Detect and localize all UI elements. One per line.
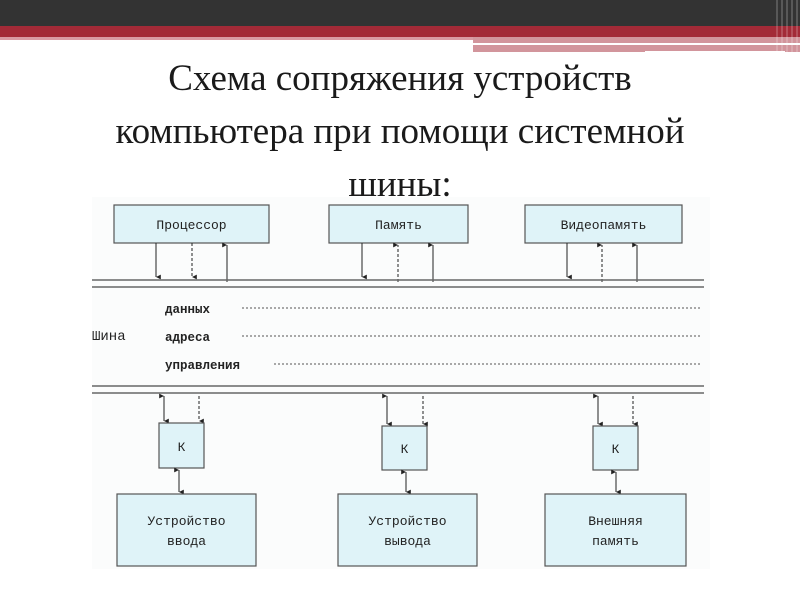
block-memory: Память	[328, 204, 469, 244]
block-box	[113, 204, 270, 244]
slide-top-bar	[0, 0, 800, 26]
controller-external-memory: К Внешняя память	[544, 393, 687, 567]
device-label: ввода	[167, 534, 206, 549]
device-label: Устройство	[368, 514, 446, 529]
bus-top-border	[92, 279, 704, 288]
slide-accent-fade	[0, 37, 473, 40]
slide-accent-stripe	[473, 37, 800, 43]
device-label: вывода	[384, 534, 431, 549]
device-box	[337, 493, 478, 567]
device-box	[116, 493, 257, 567]
block-box	[524, 204, 683, 244]
device-box	[544, 493, 687, 567]
controller-label: К	[401, 442, 409, 457]
bus-line-label-control: управления	[165, 359, 240, 373]
title-line: Схема сопряжения устройств	[168, 58, 632, 99]
device-label: Внешняя	[588, 514, 643, 529]
slide-accent-divider	[473, 43, 741, 45]
block-label: Видеопамять	[561, 218, 647, 233]
block-label: Память	[375, 218, 422, 233]
diagram-canvas: Процессор Память Видеопамять Шин	[92, 204, 704, 567]
bus-line-label-data: данных	[165, 303, 211, 317]
block-processor: Процессор	[113, 204, 270, 244]
block-box	[328, 204, 469, 244]
slide-accent-gap	[645, 51, 785, 53]
block-label: Процессор	[156, 218, 226, 233]
bus-bottom-border	[92, 385, 704, 394]
controller-label: К	[178, 440, 186, 455]
bus-label: Шина	[92, 329, 126, 345]
device-label: память	[592, 534, 639, 549]
controller-box	[158, 422, 205, 469]
controller-label: К	[612, 442, 620, 457]
device-label: Устройство	[147, 514, 225, 529]
bus-line-label-address: адреса	[165, 331, 211, 345]
system-bus-diagram: Процессор Память Видеопамять Шин	[92, 197, 710, 569]
slide-title: Схема сопряжения устройств компьютера пр…	[60, 52, 740, 211]
controller-box	[381, 425, 428, 471]
controller-input: К Устройство ввода	[116, 393, 257, 567]
title-line: компьютера при помощи системной	[115, 111, 685, 152]
block-video-memory: Видеопамять	[524, 204, 683, 244]
controller-box	[592, 425, 639, 471]
controller-output: К Устройство вывода	[337, 393, 478, 567]
slide-accent-bar	[0, 26, 800, 37]
slide-accent-stripe-lower	[473, 45, 800, 52]
slide-edge-stripes	[776, 0, 800, 53]
